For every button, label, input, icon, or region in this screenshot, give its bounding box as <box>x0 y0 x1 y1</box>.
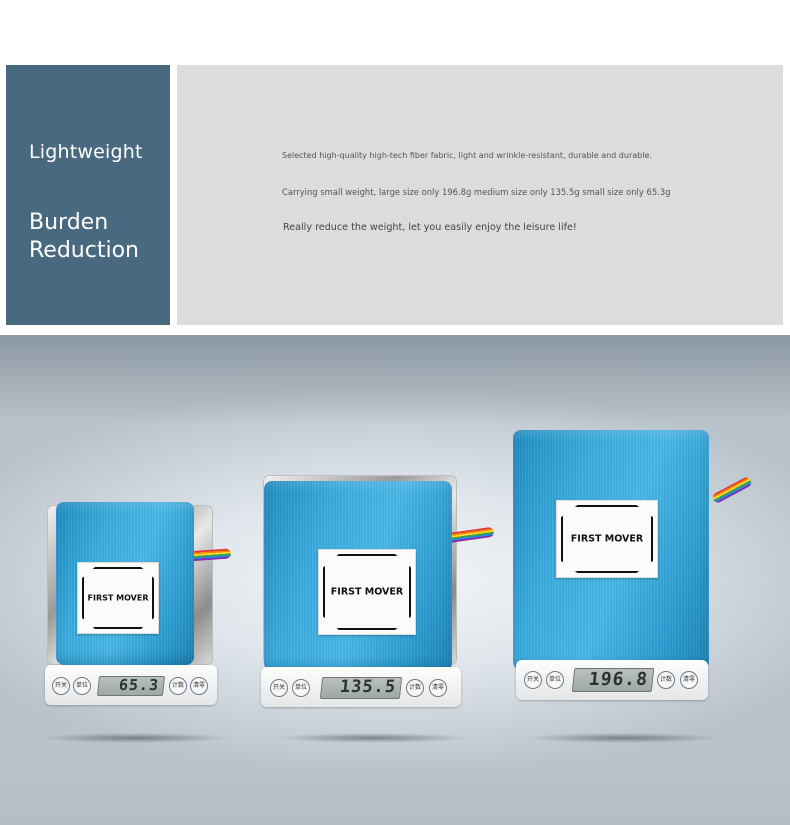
scale-base: 开关 单位 135.5 计数 清零 <box>261 667 461 707</box>
description-line-fabric: Selected high-quality high-tech fiber fa… <box>282 151 652 160</box>
brand-text: FIRST MOVER <box>87 593 149 603</box>
power-button: 开关 <box>270 679 288 697</box>
brand-text: FIRST MOVER <box>570 533 644 545</box>
scale-large: FIRST MOVER 开关 单位 196.8 计数 清零 <box>513 430 753 702</box>
tare-button: 清零 <box>190 677 208 695</box>
title-panel: Lightweight Burden Reduction <box>6 65 170 325</box>
count-button: 计数 <box>169 677 187 695</box>
unit-button: 单位 <box>546 671 564 689</box>
weight-display: 135.5 <box>319 677 403 699</box>
power-button: 开关 <box>524 671 542 689</box>
weight-display: 196.8 <box>571 668 655 692</box>
heading-lightweight: Lightweight <box>29 141 143 163</box>
brand-label: FIRST MOVER <box>556 500 658 578</box>
count-button: 计数 <box>657 671 675 689</box>
count-button: 计数 <box>406 679 424 697</box>
scale-base: 开关 单位 196.8 计数 清零 <box>516 660 708 700</box>
scale-small: FIRST MOVER 开关 单位 65.3 计数 清零 <box>45 502 232 707</box>
floor-shadow <box>40 733 230 743</box>
heading-burden-reduction: Burden Reduction <box>29 210 139 263</box>
brand-label: FIRST MOVER <box>318 549 416 635</box>
tare-button: 清零 <box>680 671 698 689</box>
description-panel: Selected high-quality high-tech fiber fa… <box>177 65 783 325</box>
floor-shadow <box>275 733 470 743</box>
scale-medium: FIRST MOVER 开关 单位 135.5 计数 清零 <box>261 475 495 709</box>
description-line-weight: Carrying small weight, large size only 1… <box>282 187 671 197</box>
brand-text: FIRST MOVER <box>330 586 404 598</box>
scale-base: 开关 单位 65.3 计数 清零 <box>45 665 217 705</box>
brand-label: FIRST MOVER <box>77 562 159 634</box>
floor-shadow <box>525 733 720 743</box>
tare-button: 清零 <box>429 679 447 697</box>
power-button: 开关 <box>52 677 70 695</box>
carry-strap <box>711 475 753 505</box>
unit-button: 单位 <box>292 679 310 697</box>
product-photo: FIRST MOVER 开关 单位 65.3 计数 清零 FIRST MOVER… <box>0 335 790 825</box>
description-line-leisure: Really reduce the weight, let you easily… <box>283 222 577 233</box>
weight-display: 65.3 <box>96 676 166 696</box>
unit-button: 单位 <box>73 677 91 695</box>
